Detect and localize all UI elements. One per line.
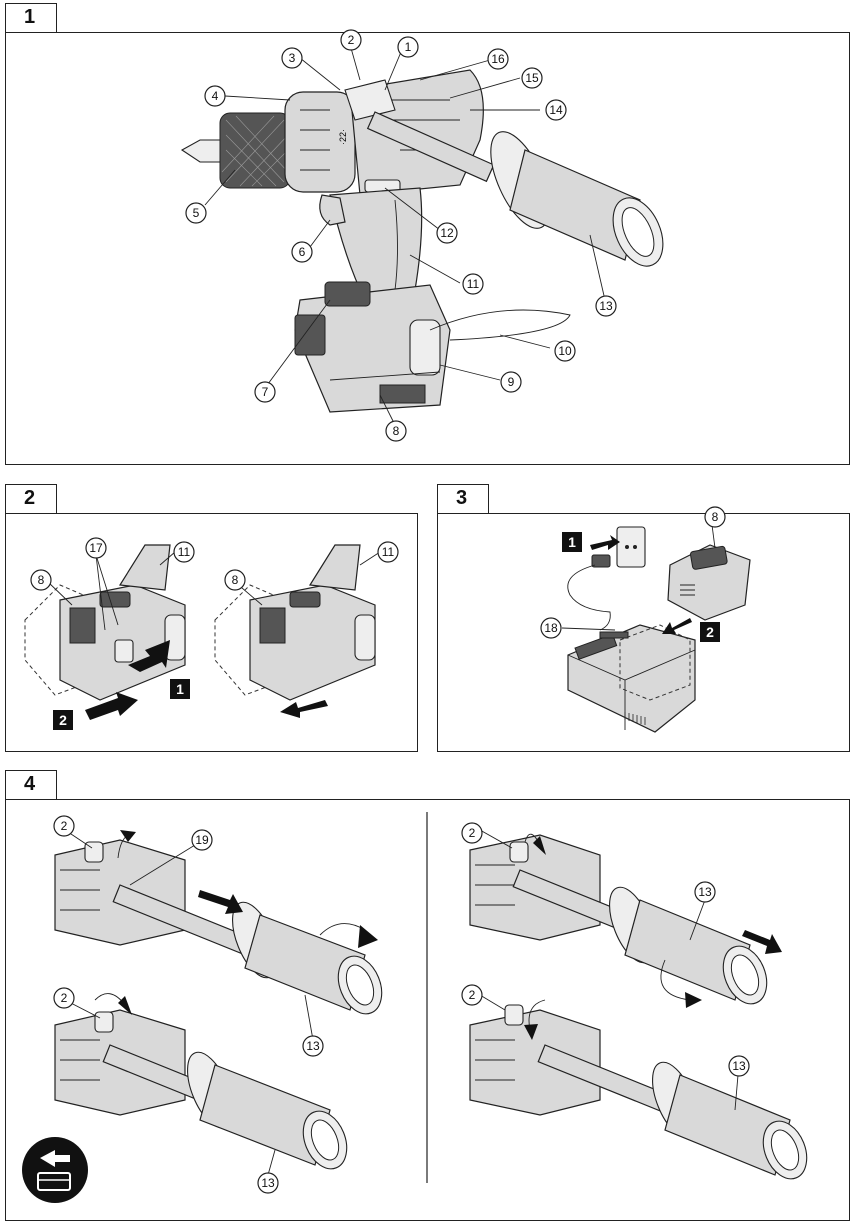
callout-2-label: 2 — [348, 33, 355, 47]
section-1-number: 1 — [24, 6, 36, 28]
callout-13: 13 — [595, 295, 617, 317]
drill-icon: ·22· — [180, 69, 664, 413]
callout-11: 11 — [462, 273, 484, 295]
callout-1-label: 1 — [405, 40, 412, 54]
callout-3: 3 — [281, 47, 303, 69]
callout-19: 19 — [191, 829, 213, 851]
callout-8b-label: 8 — [232, 573, 239, 587]
callout-2-c: 2 — [461, 822, 483, 844]
callout-10: 10 — [554, 340, 576, 362]
callout-12-label: 12 — [440, 226, 454, 240]
callout-7-label: 7 — [262, 385, 269, 399]
callout-16-label: 16 — [491, 52, 505, 66]
callout-13-a: 13 — [302, 1035, 324, 1057]
callout-8-label: 8 — [393, 424, 400, 438]
step-1-badge: 1 — [170, 679, 190, 699]
section-4-tab: 4 — [5, 770, 57, 800]
callout-13-d: 13 — [728, 1055, 750, 1077]
side-handle-icon — [54, 830, 808, 1180]
step-2b-label: 2 — [706, 624, 714, 640]
callout-18: 18 — [540, 617, 562, 639]
svg-text:·22·: ·22· — [338, 129, 348, 145]
callout-8-b: 8 — [224, 569, 246, 591]
section-1-tab: 1 — [5, 3, 57, 33]
callout-12: 12 — [436, 222, 458, 244]
callout-18-label: 18 — [544, 621, 558, 635]
charger-icon — [567, 526, 751, 733]
step-1-badge-b: 1 — [562, 532, 582, 552]
callout-8-a: 8 — [30, 569, 52, 591]
callout-9: 9 — [500, 371, 522, 393]
callout-13-label: 13 — [599, 299, 613, 313]
callout-19-label: 19 — [195, 833, 209, 847]
section-4-number: 4 — [24, 773, 36, 795]
callout-15-label: 15 — [525, 71, 539, 85]
callout-2c-label: 2 — [469, 826, 476, 840]
callout-9-label: 9 — [508, 375, 515, 389]
callout-11b-label: 11 — [382, 545, 395, 559]
step-2-badge: 2 — [53, 710, 73, 730]
callout-4: 4 — [204, 85, 226, 107]
callout-11-b: 11 — [377, 541, 399, 563]
callout-13-c: 13 — [694, 881, 716, 903]
callout-4-label: 4 — [212, 89, 219, 103]
step-2-badge-b: 2 — [700, 622, 720, 642]
step-1-label: 1 — [176, 681, 184, 697]
section-3-number: 3 — [456, 487, 468, 509]
callout-8: 8 — [385, 420, 407, 442]
callout-14-label: 14 — [549, 103, 563, 117]
step-1b-label: 1 — [568, 534, 576, 550]
callout-2a-label: 2 — [61, 819, 68, 833]
callout-5-label: 5 — [193, 206, 200, 220]
callout-14: 14 — [545, 99, 567, 121]
callout-13a-label: 13 — [306, 1039, 320, 1053]
callout-11a-label: 11 — [178, 545, 191, 559]
callout-2b-label: 2 — [61, 991, 68, 1005]
callout-10-label: 10 — [558, 344, 572, 358]
callout-2d-label: 2 — [469, 988, 476, 1002]
callout-16: 16 — [487, 48, 509, 70]
section-2-number: 2 — [24, 487, 36, 509]
battery-remove-icon — [24, 544, 376, 720]
callout-2-a: 2 — [53, 815, 75, 837]
callout-2: 2 — [340, 29, 362, 51]
callout-13c-label: 13 — [698, 885, 712, 899]
callout-6-label: 6 — [299, 245, 306, 259]
callout-13b-label: 13 — [261, 1176, 275, 1190]
callout-15: 15 — [521, 67, 543, 89]
callout-7: 7 — [254, 381, 276, 403]
callout-8c-label: 8 — [712, 510, 719, 524]
callout-5: 5 — [185, 202, 207, 224]
battery-remove-arrow-icon — [22, 1137, 88, 1203]
callout-8-c: 8 — [704, 506, 726, 528]
callout-6: 6 — [291, 241, 313, 263]
step-2-label: 2 — [59, 712, 67, 728]
callout-3-label: 3 — [289, 51, 296, 65]
callout-13d-label: 13 — [732, 1059, 746, 1073]
callout-2-d: 2 — [461, 984, 483, 1006]
callout-11-a: 11 — [173, 541, 195, 563]
callout-17-label: 17 — [89, 541, 103, 555]
callout-8a-label: 8 — [38, 573, 45, 587]
section-2-tab: 2 — [5, 484, 57, 514]
callout-2-b: 2 — [53, 987, 75, 1009]
callout-1: 1 — [397, 36, 419, 58]
section-3-tab: 3 — [437, 484, 489, 514]
callout-13-b: 13 — [257, 1172, 279, 1194]
callout-11-label: 11 — [467, 277, 480, 291]
callout-17: 17 — [85, 537, 107, 559]
